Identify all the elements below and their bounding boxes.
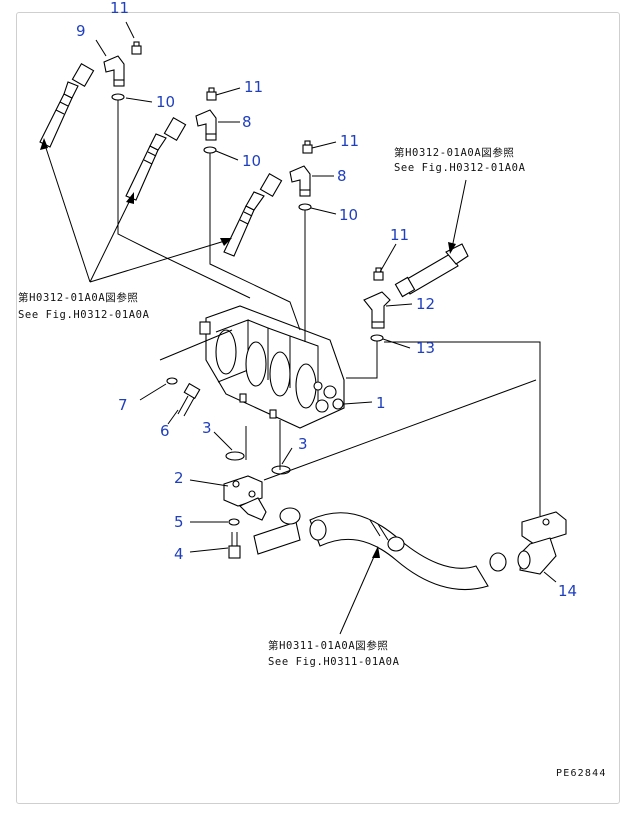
reference-top-right-en: See Fig.H0312-01A0A (394, 162, 526, 174)
flange-elbow-2 (223, 475, 267, 521)
elbow-fitting-9 (103, 55, 125, 87)
callout-6: 6 (160, 422, 170, 440)
reference-top-right-jp: 第H0312-01A0A図参照 (394, 146, 515, 159)
callout-1: 1 (376, 394, 386, 412)
callout-5: 5 (174, 513, 184, 531)
o-ring-10b (203, 146, 217, 154)
reference-bottom-en: See Fig.H0311-01A0A (268, 656, 400, 668)
callout-7: 7 (118, 396, 128, 414)
drawing-code: PE62844 (556, 768, 607, 779)
callout-11b: 11 (244, 78, 263, 96)
washer-5 (228, 518, 240, 526)
reference-left-en: See Fig.H0312-01A0A (18, 309, 150, 321)
callout-3a: 3 (202, 419, 212, 437)
callout-13: 13 (416, 339, 435, 357)
callout-4: 4 (174, 545, 184, 563)
elbow-fitting-8b (289, 165, 311, 197)
gear-pump-assembly (199, 305, 345, 429)
gasket-3a (225, 451, 245, 461)
o-ring-10a (111, 93, 125, 101)
plug-11a (131, 41, 142, 55)
callout-10c: 10 (339, 206, 358, 224)
suction-hose (253, 507, 507, 591)
o-ring-10c (298, 203, 312, 211)
flange-elbow-14 (517, 511, 567, 575)
plug-11c (302, 140, 313, 154)
elbow-fitting-8a (195, 109, 217, 141)
reference-bottom-jp: 第H0311-01A0A図参照 (268, 639, 389, 652)
callout-8b: 8 (337, 167, 347, 185)
reference-left-jp: 第H0312-01A0A図参照 (18, 291, 139, 304)
callout-14: 14 (558, 582, 577, 600)
callout-12: 12 (416, 295, 435, 313)
hose-right (223, 172, 283, 257)
callout-8a: 8 (242, 113, 252, 131)
elbow-fitting-12 (363, 291, 391, 329)
plug-11b (206, 87, 217, 101)
bolt-6 (177, 382, 201, 417)
gasket-3b (271, 465, 291, 475)
callout-9: 9 (76, 22, 86, 40)
hose-left (39, 62, 95, 148)
bolt-4 (228, 532, 241, 559)
leader-lines (40, 21, 557, 635)
callout-11a: 11 (110, 0, 129, 17)
callout-2: 2 (174, 469, 184, 487)
o-ring-13 (370, 334, 384, 342)
hose-middle (125, 116, 187, 201)
callout-11d: 11 (390, 226, 409, 244)
callout-3b: 3 (298, 435, 308, 453)
callout-11c: 11 (340, 132, 359, 150)
callout-10a: 10 (156, 93, 175, 111)
washer-7 (166, 377, 178, 385)
hose-upper-right (394, 243, 469, 298)
callout-10b: 10 (242, 152, 261, 170)
